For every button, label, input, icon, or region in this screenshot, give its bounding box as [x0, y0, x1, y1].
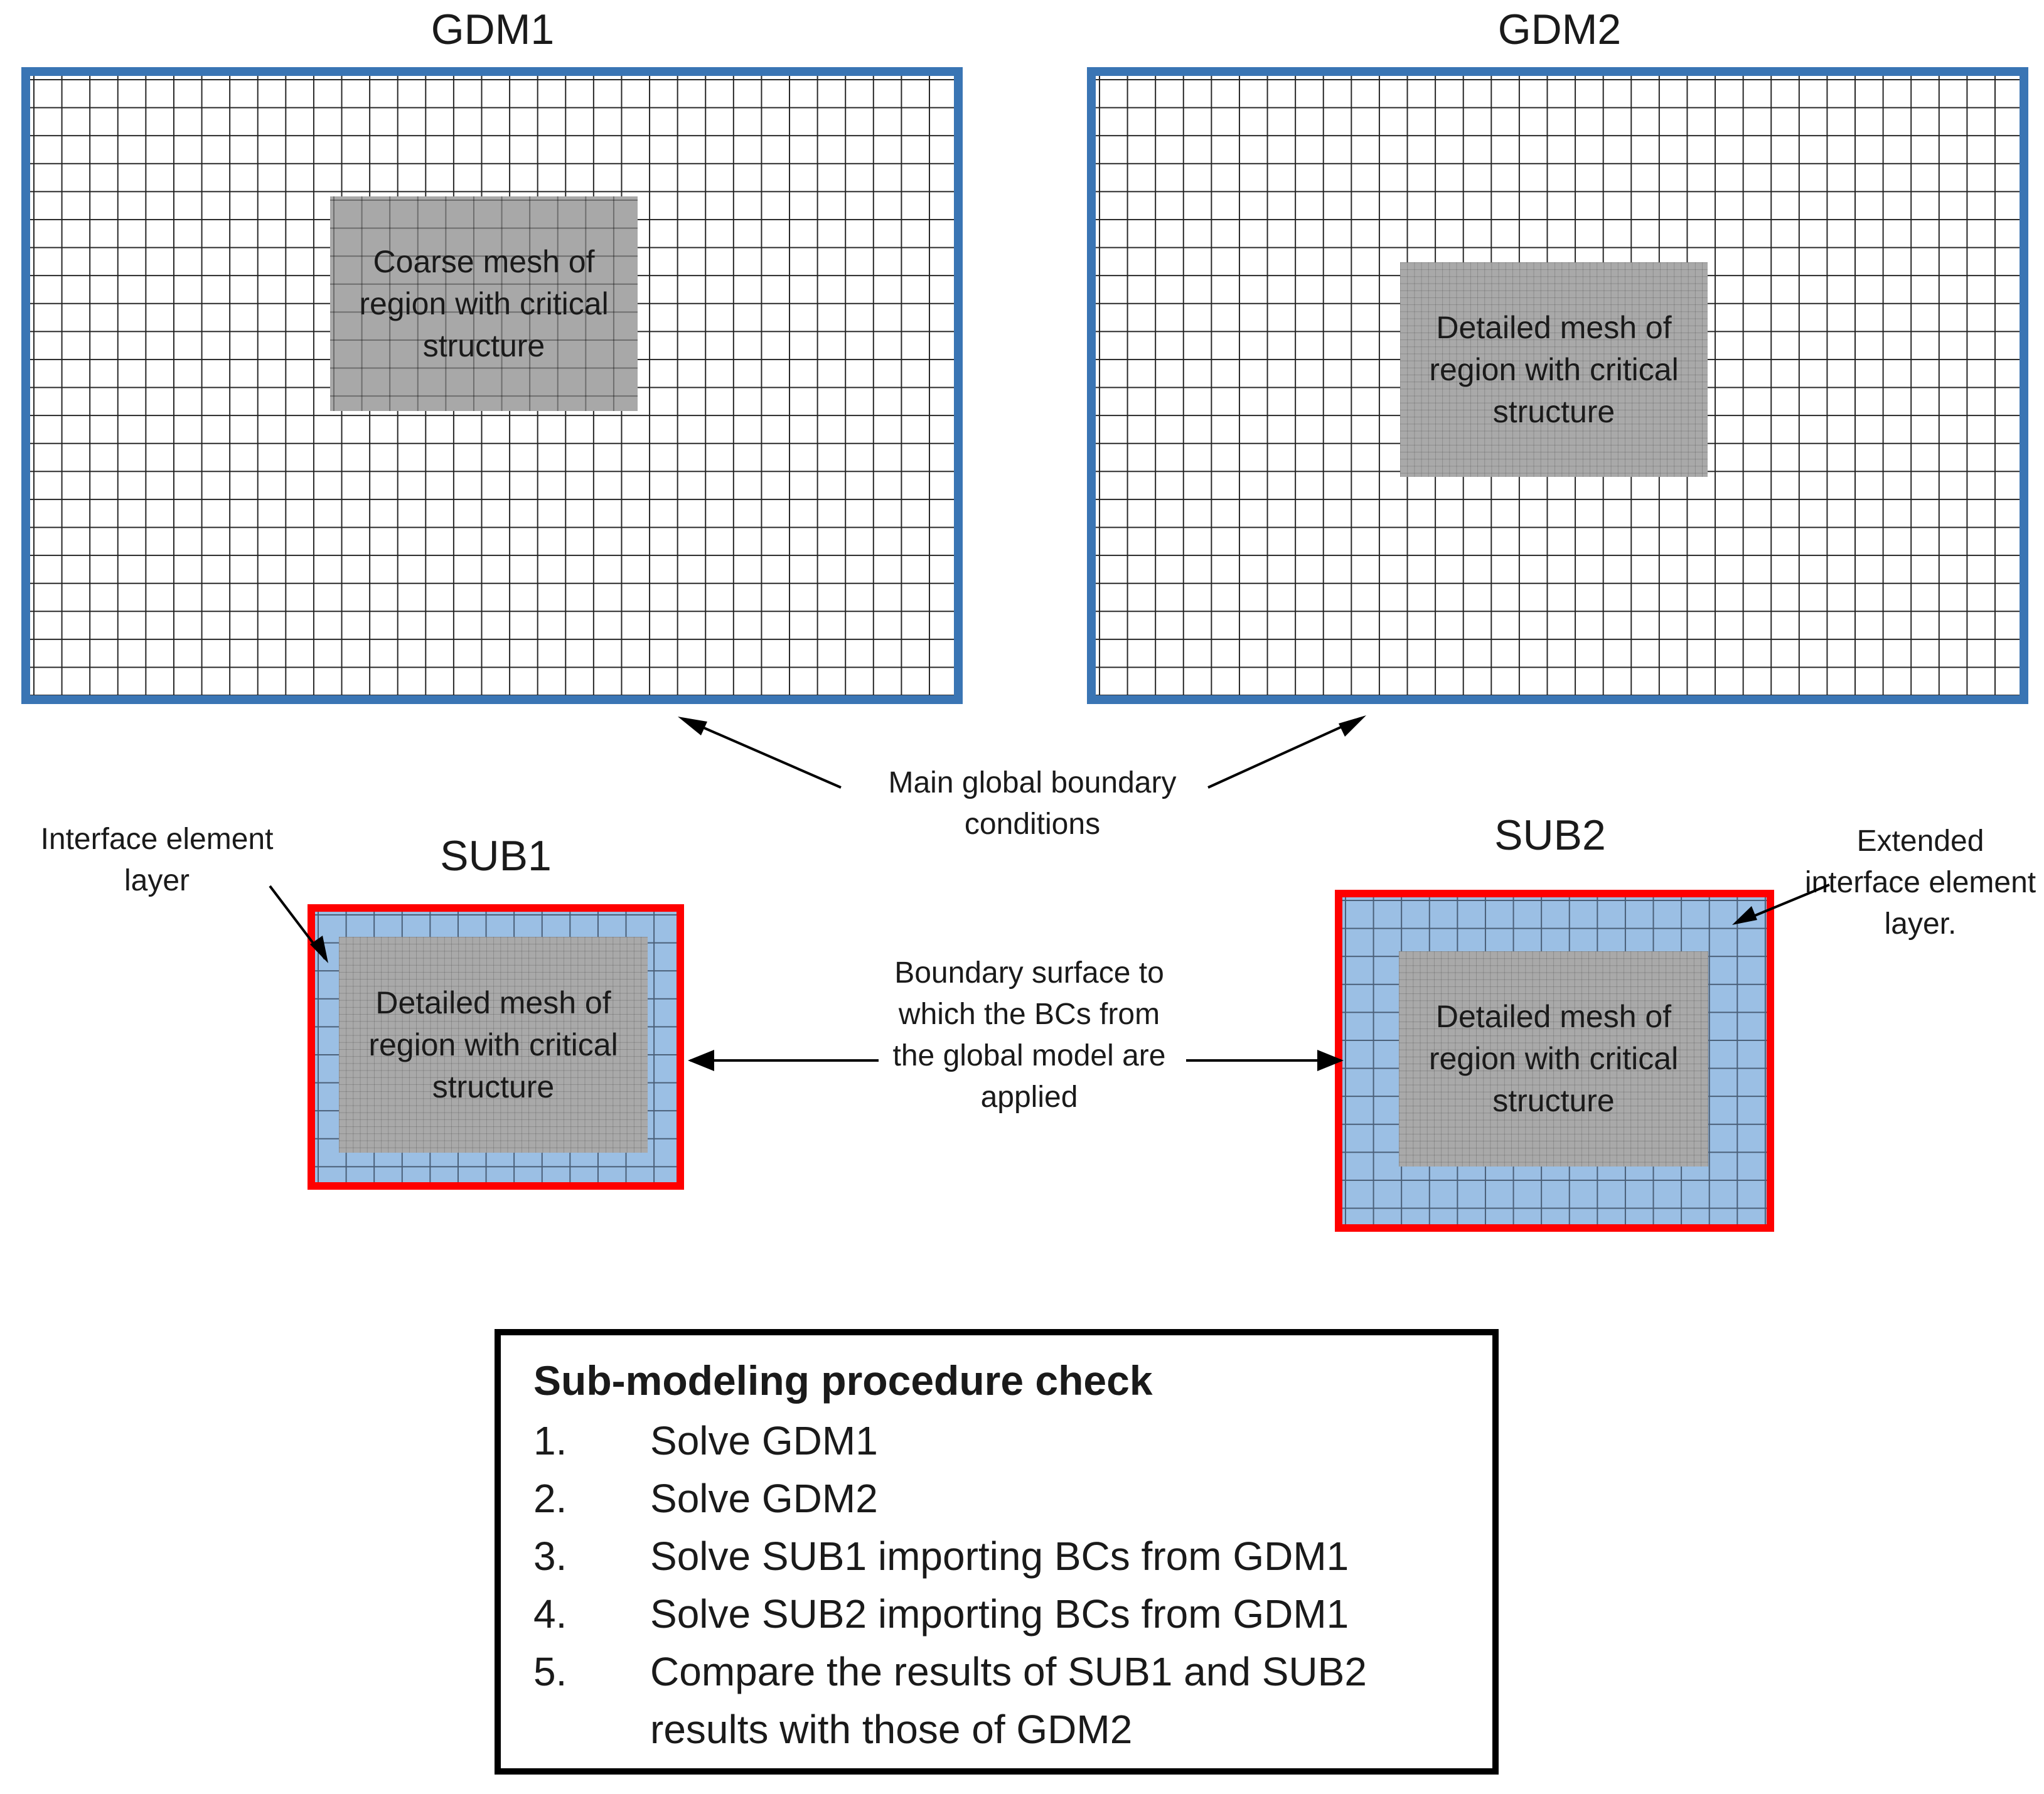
- arrowhead-extended: [1732, 906, 1757, 925]
- gdm1-title: GDM1: [431, 6, 555, 53]
- arrow-bc-to-gdm1: [685, 718, 842, 789]
- gdm1-critical-region-label: Coarse mesh of region with critical stru…: [359, 243, 609, 363]
- sub2-critical-region: Detailed mesh of region with critical st…: [1399, 951, 1708, 1167]
- sub1-critical-region: Detailed mesh of region with critical st…: [339, 937, 648, 1153]
- step-text: Solve SUB2 importing BCs from GDM1: [650, 1591, 1349, 1636]
- interface-layer-label: Interface element layer: [40, 823, 274, 897]
- procedure-step: 5. Compare the results of SUB1 and SUB2 …: [533, 1643, 1462, 1758]
- gdm2-critical-region-label: Detailed mesh of region with critical st…: [1429, 309, 1679, 429]
- arrowhead-gdm1: [678, 717, 707, 735]
- step-number: 5.: [533, 1649, 567, 1694]
- sub1-title: SUB1: [440, 832, 552, 880]
- procedure-step: 1. Solve GDM1: [533, 1412, 1462, 1470]
- procedure-title: Sub-modeling procedure check: [533, 1357, 1153, 1404]
- procedure-step: 3. Solve SUB1 importing BCs from GDM1: [533, 1527, 1462, 1585]
- step-number: 2.: [533, 1476, 567, 1521]
- step-number: 3.: [533, 1534, 567, 1579]
- sub2-critical-region-label: Detailed mesh of region with critical st…: [1428, 999, 1679, 1118]
- step-number: 4.: [533, 1591, 567, 1636]
- step-number: 1.: [533, 1418, 567, 1463]
- sub2-title: SUB2: [1494, 811, 1606, 859]
- sub1-critical-region-label: Detailed mesh of region with critical st…: [368, 985, 618, 1104]
- gdm1-critical-region: Coarse mesh of region with critical stru…: [330, 196, 638, 411]
- gdm2-title: GDM2: [1497, 6, 1622, 53]
- arrowhead-gdm2: [1339, 715, 1366, 737]
- arrowhead-sub1: [688, 1050, 714, 1071]
- arrowhead-interface: [310, 936, 328, 963]
- main-bc-label: Main global boundary conditions: [888, 766, 1177, 841]
- arrow-bc-to-gdm2: [1207, 717, 1361, 789]
- procedure-step: 2. Solve GDM2: [533, 1470, 1462, 1527]
- step-text: Solve SUB1 importing BCs from GDM1: [650, 1534, 1349, 1579]
- extended-interface-layer-label: Extended interface element layer.: [1804, 825, 2036, 941]
- gdm2-critical-region: Detailed mesh of region with critical st…: [1400, 262, 1708, 477]
- procedure-box: Sub-modeling procedure check 1. Solve GD…: [495, 1329, 1499, 1775]
- arrowhead-sub2: [1317, 1050, 1344, 1071]
- procedure-step: 4. Solve SUB2 importing BCs from GDM1: [533, 1585, 1462, 1643]
- step-text: Compare the results of SUB1 and SUB2 res…: [650, 1649, 1367, 1752]
- step-text: Solve GDM1: [650, 1418, 878, 1463]
- step-text: Solve GDM2: [650, 1476, 878, 1521]
- boundary-surface-label: Boundary surface to which the BCs from t…: [892, 956, 1166, 1114]
